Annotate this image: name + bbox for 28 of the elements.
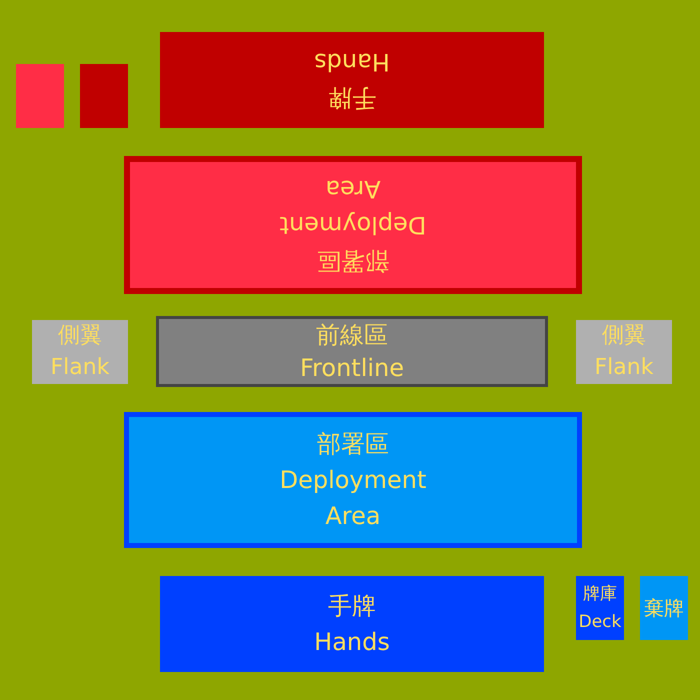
zone-label: Frontline (300, 352, 404, 384)
zone-label: Hands (314, 627, 390, 658)
card-slot (80, 64, 128, 128)
zone-label: Deployment Area (278, 174, 428, 241)
zone-box (156, 316, 548, 387)
zone-box (124, 156, 582, 294)
zone-label: 手牌 (328, 83, 376, 114)
zone-label: 部署區 (317, 246, 389, 277)
zone-box (124, 412, 582, 548)
zone-label: 手牌 (328, 591, 376, 622)
zone-label: Flank (594, 354, 654, 382)
zone-box (32, 320, 128, 384)
zone-label: 棄牌 (644, 595, 684, 622)
zone-label: Hands (314, 47, 390, 78)
zone-label: Flank (50, 354, 110, 382)
zone-box (640, 576, 688, 640)
zone-label: 側翼 (58, 322, 102, 350)
zone-label: Deployment Area (278, 465, 428, 532)
zone-box (160, 32, 544, 128)
zone-label: 前線區 (316, 320, 388, 350)
zone-label: 部署區 (317, 429, 389, 460)
zone-box (160, 576, 544, 672)
zone-label: 側翼 (602, 322, 646, 350)
zone-label: 牌庫 (583, 583, 617, 606)
zone-label: Deck (578, 611, 622, 634)
card-slot (16, 64, 64, 128)
zone-box (576, 320, 672, 384)
zone-box (576, 576, 624, 640)
